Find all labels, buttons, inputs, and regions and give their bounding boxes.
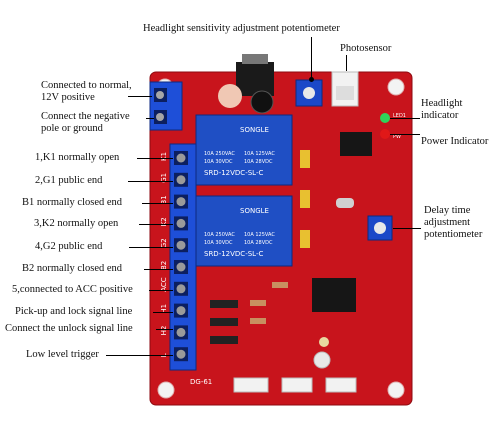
relay-1-rating: 10A 125VAC [244,151,275,157]
mounting-hole [387,78,405,96]
terminal-screw [176,327,186,337]
leader-line [346,55,347,71]
terminal-label: H2 [160,326,168,336]
ic-chip [340,132,372,156]
terminal-label: ACC [160,277,168,292]
board-marking: DG-61 [190,378,212,386]
relay-1-model: SRD-12VDC-SL-C [204,169,263,177]
power-indicator-label: Power Indicator [421,136,489,147]
leader-line [144,269,173,270]
terminal-screw [176,262,186,272]
terminal-label: H1 [160,304,168,314]
relay-2 [195,195,293,267]
low-level-label: Low level trigger [26,349,99,360]
pickup-label: Pick-up and lock signal line [15,306,133,317]
relay-2-rating: 10A 250VAC [204,232,235,238]
leader-line [153,312,173,313]
terminal-screw [176,175,186,185]
leader-line [156,329,173,330]
power-led [380,129,390,139]
relay-2-model: SRD-12VDC-SL-C [204,250,263,258]
relay-2-brand: SONGLE [240,207,269,215]
relay-2-rating: 10A 30VDC [204,240,233,246]
pw-silkscreen: PW [393,134,401,140]
terminal-label: G1 [160,173,168,183]
voltage-regulator [236,62,274,96]
leader-line [393,228,421,229]
delay-time-label: Delay time adjustment potentiometer [424,205,483,240]
k2-label: 3,K2 normally open [34,218,119,229]
terminal-label: B1 [160,195,168,204]
leader-line [128,181,173,182]
headlight-led [380,113,390,123]
leader-line [139,224,173,225]
photosensor-label: Photosensor [340,43,392,54]
terminal-label: K1 [160,152,168,161]
crystal [336,198,354,208]
relay-1-rating: 10A 30VDC [204,159,233,165]
leader-line [137,158,173,159]
b1-label: B1 normally closed end [22,197,123,208]
mounting-hole [387,381,405,399]
ic-chip [312,278,356,312]
g2-label: 4,G2 public end [35,241,103,252]
acc-label: 5,connected to ACC positive [12,284,133,295]
leader-line [390,118,420,119]
sensitivity-pot-label: Headlight sensitivity adjustment potenti… [143,23,340,34]
b2-label: B2 normally closed end [22,263,123,274]
leader-dot [309,77,314,82]
leader-line [129,247,173,248]
terminal-screw [176,153,186,163]
leader-line [149,290,173,291]
led1-silkscreen: LED1 [393,113,406,119]
terminal-screw [176,306,186,316]
leader-line [142,203,173,204]
leader-line [128,96,152,97]
terminal-screw [176,240,186,250]
terminal-screws [174,151,188,362]
relay-2-rating: 10A 125VAC [244,232,275,238]
g1-label: 2,G1 public end [35,175,103,186]
relay-1-rating: 10A 28VDC [244,159,273,165]
relay-2-rating: 10A 28VDC [244,240,273,246]
terminal-label: G2 [160,238,168,248]
relay-1-brand: SONGLE [240,126,269,134]
terminal-label: B2 [160,261,168,270]
terminal-label: K2 [160,217,168,226]
relay-1 [195,114,293,186]
connected-normal-label: Connected to normal, 12V positive [41,80,132,103]
terminal-screw [176,218,186,228]
leader-line [390,134,420,135]
unlock-label: Connect the unlock signal line [5,323,133,334]
terminal-screw [176,349,186,359]
mounting-hole [157,381,175,399]
k1-label: 1,K1 normally open [35,152,120,163]
negative-pole-label: Connect the negative pole or ground [41,111,130,134]
leader-line [106,355,173,356]
headlight-indicator-label: Headlight indicator [421,98,463,121]
terminal-screw [176,197,186,207]
terminal-screw [176,284,186,294]
relay-1-rating: 10A 250VAC [204,151,235,157]
leader-line [146,118,154,119]
leader-line [311,37,312,79]
